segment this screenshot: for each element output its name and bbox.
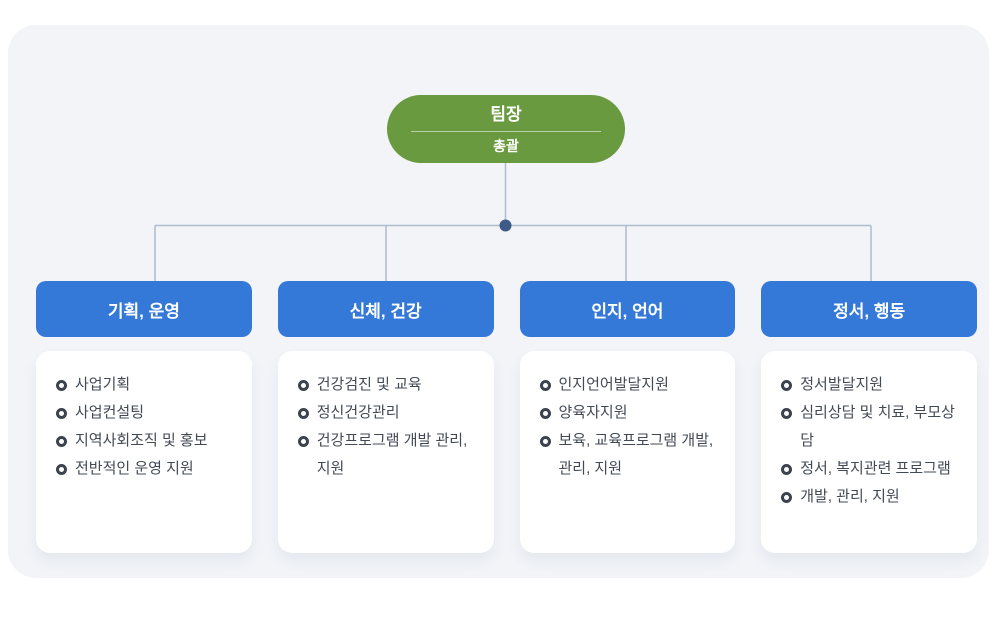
list-item: 보육, 교육프로그램 개발, 관리, 지원 [539, 427, 726, 483]
list-item-text: 정신건강관리 [316, 404, 400, 421]
bullet-icon [56, 407, 67, 419]
list-item: 인지언어발달지원 [539, 371, 726, 399]
bullet-icon [539, 407, 551, 419]
column-header: 신체, 건강 [277, 281, 494, 337]
bullet-icon [539, 379, 551, 391]
list-item: 심리상담 및 치료, 부모상담 [781, 399, 967, 455]
list-item-text: 심리상담 및 치료, 부모상담 [800, 404, 955, 449]
column-header: 정서, 행동 [761, 281, 977, 337]
list-item: 건강프로그램 개발 관리, 지원 [297, 427, 484, 483]
bullet-icon [781, 491, 793, 503]
list-item: 개발, 관리, 지원 [781, 483, 967, 511]
list-item-text: 지역사회조직 및 홍보 [75, 432, 208, 449]
column-header: 기획, 운영 [36, 281, 252, 337]
list-item-text: 건강검진 및 교육 [316, 376, 422, 393]
column-planning-operation: 기획, 운영 사업기획 사업컨설팅 지역사회조직 및 홍보 전반적인 운영 지원 [36, 281, 252, 553]
list-item-text: 인지언어발달지원 [558, 376, 669, 393]
list-item: 정서, 복지관련 프로그램 [781, 455, 967, 483]
list-item: 정신건강관리 [297, 399, 484, 427]
bullet-icon [781, 407, 793, 419]
column-card: 사업기획 사업컨설팅 지역사회조직 및 홍보 전반적인 운영 지원 [36, 351, 252, 553]
list-item: 사업컨설팅 [56, 399, 242, 427]
bullet-icon [56, 379, 67, 391]
list-item-text: 보육, 교육프로그램 개발, 관리, 지원 [558, 432, 714, 477]
column-emotion-behavior: 정서, 행동 정서발달지원 심리상담 및 치료, 부모상담 정서, 복지관련 프… [761, 281, 977, 553]
list-item: 정서발달지원 [781, 371, 967, 399]
list-item: 전반적인 운영 지원 [56, 455, 242, 483]
column-cognition-language: 인지, 언어 인지언어발달지원 양육자지원 보육, 교육프로그램 개발, 관리,… [519, 281, 736, 553]
bullet-icon [56, 435, 67, 447]
org-chart-panel: 팀장 총괄 기획, 운영 사업기획 사업컨설팅 지역사회조직 및 홍보 [8, 25, 989, 578]
list-item-text: 개발, 관리, 지원 [800, 488, 900, 505]
org-columns: 기획, 운영 사업기획 사업컨설팅 지역사회조직 및 홍보 전반적인 운영 지원 [36, 281, 977, 553]
bullet-icon [297, 379, 309, 391]
list-item: 사업기획 [56, 371, 242, 399]
list-item-text: 사업컨설팅 [75, 404, 145, 421]
team-leader-subtitle: 총괄 [493, 137, 519, 154]
bullet-icon [781, 463, 793, 475]
list-item-text: 정서, 복지관련 프로그램 [800, 460, 951, 477]
list-item-text: 사업기획 [75, 376, 131, 393]
list-item: 지역사회조직 및 홍보 [56, 427, 242, 455]
list-item: 양육자지원 [539, 399, 726, 427]
bullet-icon [781, 379, 793, 391]
team-leader-node: 팀장 총괄 [387, 95, 625, 163]
bullet-icon [297, 407, 309, 419]
list-item-text: 건강프로그램 개발 관리, 지원 [316, 432, 468, 477]
list-item-text: 정서발달지원 [800, 376, 884, 393]
bullet-icon [297, 435, 309, 447]
list-item: 건강검진 및 교육 [297, 371, 484, 399]
column-header: 인지, 언어 [519, 281, 736, 337]
column-card: 정서발달지원 심리상담 및 치료, 부모상담 정서, 복지관련 프로그램 개발,… [761, 351, 977, 553]
list-item-text: 양육자지원 [558, 404, 628, 421]
bullet-icon [539, 435, 551, 447]
root-node-divider [411, 130, 601, 132]
junction-dot-icon [499, 219, 512, 232]
column-physical-health: 신체, 건강 건강검진 및 교육 정신건강관리 건강프로그램 개발 관리, 지원 [277, 281, 494, 553]
list-item-text: 전반적인 운영 지원 [75, 460, 194, 477]
column-card: 인지언어발달지원 양육자지원 보육, 교육프로그램 개발, 관리, 지원 [519, 351, 736, 553]
team-leader-title: 팀장 [490, 104, 522, 124]
column-card: 건강검진 및 교육 정신건강관리 건강프로그램 개발 관리, 지원 [277, 351, 494, 553]
bullet-icon [56, 463, 67, 475]
